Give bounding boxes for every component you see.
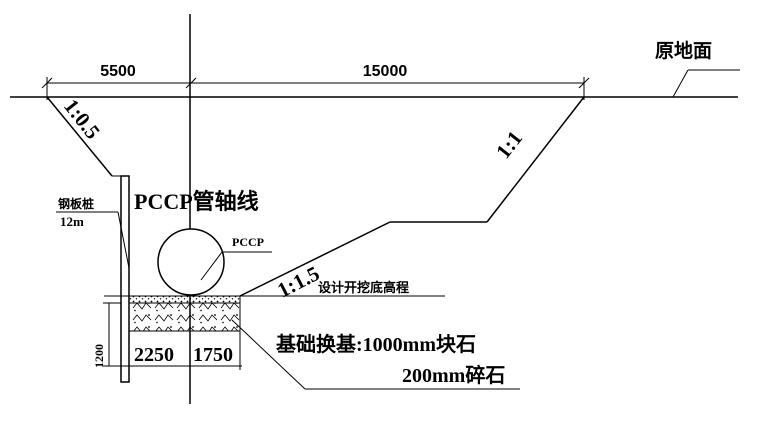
dimension-slash-right: [578, 77, 590, 89]
depth-label: 1200: [92, 344, 106, 368]
foundation-leader: [231, 319, 306, 390]
foundation-label-line2: 200mm碎石: [402, 363, 505, 387]
ground-leader-line: [672, 69, 689, 98]
pipe-axis-label: PCCP管轴线: [134, 189, 259, 214]
base-left-label: 2250: [134, 344, 174, 366]
dimension-slash-mid: [185, 77, 197, 89]
foundation-label-line1: 基础换基:1000mm块石: [276, 332, 476, 356]
sheet-pile-label: 钢板桩: [58, 196, 94, 211]
pccp-pipe: [157, 228, 225, 296]
rubble-layer: [128, 302, 241, 332]
sheet-pile-length-label: 12m: [60, 214, 84, 229]
pipe-leader: [200, 251, 223, 281]
pipe-label: PCCP: [232, 235, 264, 249]
left-slope-line: [46, 96, 113, 177]
sheet-pile: [120, 175, 130, 383]
gravel-layer: [128, 295, 241, 304]
dim-right-width-label: 15000: [363, 63, 408, 80]
base-right-label: 1750: [193, 344, 233, 366]
dimension-slash-left: [41, 77, 53, 89]
upper-right-slope-ratio: 1:1: [491, 126, 527, 163]
lower-right-slope-line: [239, 221, 391, 297]
dim-left-width-label: 5500: [100, 63, 136, 80]
excavation-elevation-label: 设计开挖底高程: [318, 280, 409, 295]
upper-right-slope-line: [486, 96, 585, 223]
sheet-pile-leader: [117, 211, 130, 269]
ground-label: 原地面: [655, 39, 712, 62]
